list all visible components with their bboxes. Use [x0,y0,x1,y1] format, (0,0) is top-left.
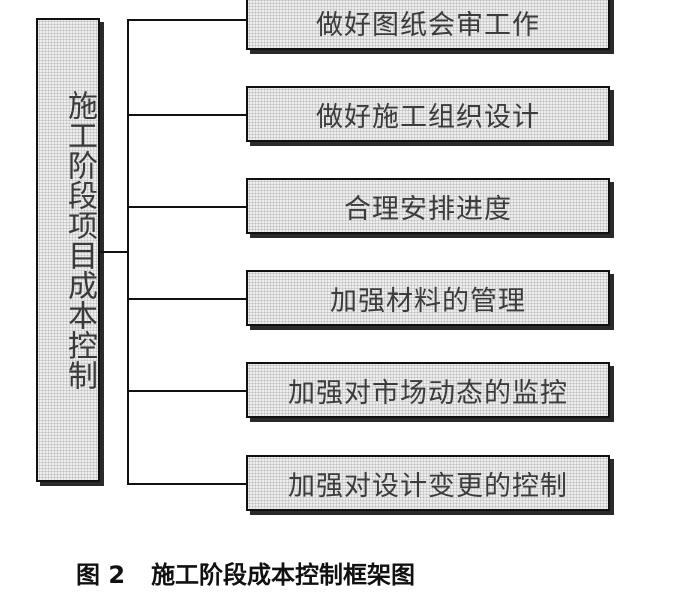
branch-connector-line [127,298,246,300]
branch-node-label: 加强材料的管理 [330,285,526,317]
branch-connector-line [127,19,246,21]
root-node-label: 施工阶段项目成本控制 [62,90,97,390]
branch-node-label: 加强对设计变更的控制 [288,470,568,502]
figure-caption: 图 2 施工阶段成本控制框架图 [76,555,415,590]
branch-connector-line [127,390,246,392]
branch-node: 做好施工组织设计 [246,86,610,142]
root-connector-line [100,251,128,253]
figure-title: 施工阶段成本控制框架图 [151,561,416,589]
branch-node-label: 加强对市场动态的监控 [288,377,568,409]
branch-node: 合理安排进度 [246,178,610,234]
branch-node: 做好图纸会审工作 [246,0,610,50]
branch-node: 加强对设计变更的控制 [246,455,610,511]
branch-node: 加强材料的管理 [246,270,610,326]
branch-node-label: 合理安排进度 [344,193,512,225]
branch-node-label: 做好图纸会审工作 [316,9,540,41]
branch-connector-line [127,206,246,208]
trunk-line [127,19,129,485]
branch-connector-line [127,114,246,116]
branch-node: 加强对市场动态的监控 [246,362,610,418]
branch-node-label: 做好施工组织设计 [316,101,540,133]
framework-diagram: 施工阶段项目成本控制 做好图纸会审工作 做好施工组织设计 合理安排进度 加强材料… [36,0,610,511]
root-node: 施工阶段项目成本控制 [36,18,100,482]
branch-connector-line [127,483,246,485]
figure-number: 图 2 [76,561,126,589]
